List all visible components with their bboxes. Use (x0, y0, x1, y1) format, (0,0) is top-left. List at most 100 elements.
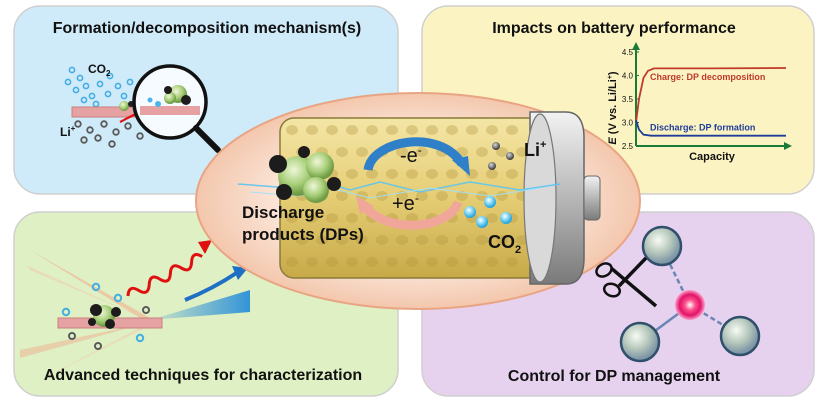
battery-hex-dot (446, 257, 458, 267)
battery-hex-dot (446, 125, 458, 135)
battery-hex-dot (366, 257, 378, 267)
battery-hex-dot (416, 191, 428, 201)
battery-hex-dot (426, 125, 438, 135)
battery-hex-dot (496, 147, 508, 157)
charge-arrow (363, 137, 466, 172)
battery-hex-dot (356, 147, 368, 157)
battery-hex-dot (336, 147, 348, 157)
co2-bubbles (64, 66, 134, 108)
battery-hex-dot (486, 213, 498, 223)
chart-y-tick-label: 4.5 (622, 48, 634, 57)
battery-hex-dot (456, 191, 468, 201)
li-label: Li+ (60, 124, 76, 139)
battery-hex-dot (486, 125, 498, 135)
battery-hex-dot (396, 147, 408, 157)
battery-hex-dot (516, 147, 528, 157)
mechanism-illustration: CO2 Li+ (60, 62, 221, 153)
photon-wave (126, 253, 203, 297)
discharge-products-label-line1: Discharge (242, 203, 324, 222)
battery-hex-dot (306, 125, 318, 135)
panel-title-performance: Impacts on battery performance (492, 20, 736, 37)
node-right (719, 315, 761, 357)
battery-hex-dot (436, 191, 448, 201)
battery-hex-dot (486, 169, 498, 179)
beam-arrow (184, 270, 240, 302)
battery-hex-dot (406, 125, 418, 135)
chart-x-axis-label: Capacity (689, 151, 736, 163)
battery-hex-dot (336, 235, 348, 245)
battery-hex-dot (406, 169, 418, 179)
battery-hex-dot (516, 235, 528, 245)
battery-hex-dot (326, 257, 338, 267)
electron-cycle: -e- +e- (356, 137, 470, 230)
chart-series-line-charge (635, 67, 787, 123)
detected-beam (150, 290, 250, 320)
chart-y-tick-label: 2.5 (622, 142, 634, 151)
battery-hex-dot (346, 125, 358, 135)
plus-electron-label: +e- (392, 191, 419, 215)
performance-chart: 2.5 3.0 3.5 4.0 4.5 Charge: DP decomposition… (607, 42, 792, 163)
chart-series (635, 67, 787, 137)
panel-title-characterization: Advanced techniques for characterization (44, 367, 362, 384)
battery-hex-dot (476, 191, 488, 201)
battery-hex-dot (356, 235, 368, 245)
li-ions (74, 120, 144, 148)
battery-hex-dot (396, 235, 408, 245)
discharge-arrow (360, 200, 463, 230)
management-illustration (595, 225, 761, 363)
dp-particle (119, 101, 129, 111)
incident-beam (30, 250, 150, 324)
chart-series-line-discharge (635, 119, 786, 137)
characterization-illustration (20, 240, 250, 380)
magnifier-handle (193, 125, 221, 153)
panel-title-management: Control for DP management (508, 368, 721, 385)
battery-hex-dot (346, 257, 358, 267)
battery-hex-dot (406, 213, 418, 223)
battery-hex-dot (506, 169, 518, 179)
battery-hex-dot (486, 257, 498, 267)
minus-electron-label: -e- (400, 143, 422, 167)
battery-hex-dot (366, 169, 378, 179)
battery-hex-dot (406, 257, 418, 267)
chart-y-tick-label: 3.0 (622, 119, 634, 128)
battery-hex-dot (386, 125, 398, 135)
battery-hex-dot (316, 235, 328, 245)
battery-hex-dot (336, 191, 348, 201)
center-co2-label: CO2 (488, 232, 521, 256)
battery-hex-dot (306, 257, 318, 267)
battery-hex-dot (326, 213, 338, 223)
battery-hex-dot (386, 257, 398, 267)
scissors-icon (595, 256, 658, 308)
battery-hex-dot (416, 235, 428, 245)
chart-y-tick-label: 4.0 (622, 72, 634, 81)
chart-series-label-charge: Charge: DP decomposition (650, 72, 765, 82)
battery-hex-dot (456, 235, 468, 245)
battery-hex-dot (496, 235, 508, 245)
co2-label: CO2 (88, 62, 111, 78)
battery-hex-dot (306, 213, 318, 223)
battery-hex-dot (286, 213, 298, 223)
battery-hex-dot (476, 235, 488, 245)
battery-hex-dot (466, 125, 478, 135)
battery-hex-dot (446, 169, 458, 179)
battery-hex-dot (346, 213, 358, 223)
battery-hex-dot (326, 125, 338, 135)
battery-hex-dot (376, 235, 388, 245)
node-left (619, 321, 661, 363)
battery-hex-dot (386, 169, 398, 179)
battery-hex-dot (466, 257, 478, 267)
battery-hex-dot (506, 257, 518, 267)
chart-series-label-discharge: Discharge: DP formation (650, 123, 755, 133)
chart-x-axis-arrow (784, 142, 792, 150)
battery-hex-dot (286, 125, 298, 135)
battery-hex-dot (416, 147, 428, 157)
battery-hex-dot (286, 257, 298, 267)
battery-terminal (583, 175, 601, 221)
battery-hex-dot (496, 191, 508, 201)
node-top (641, 225, 683, 267)
center-li-label: Li+ (524, 139, 546, 160)
battery-hex-dot (436, 235, 448, 245)
chart-y-tick-label: 3.5 (622, 95, 634, 104)
